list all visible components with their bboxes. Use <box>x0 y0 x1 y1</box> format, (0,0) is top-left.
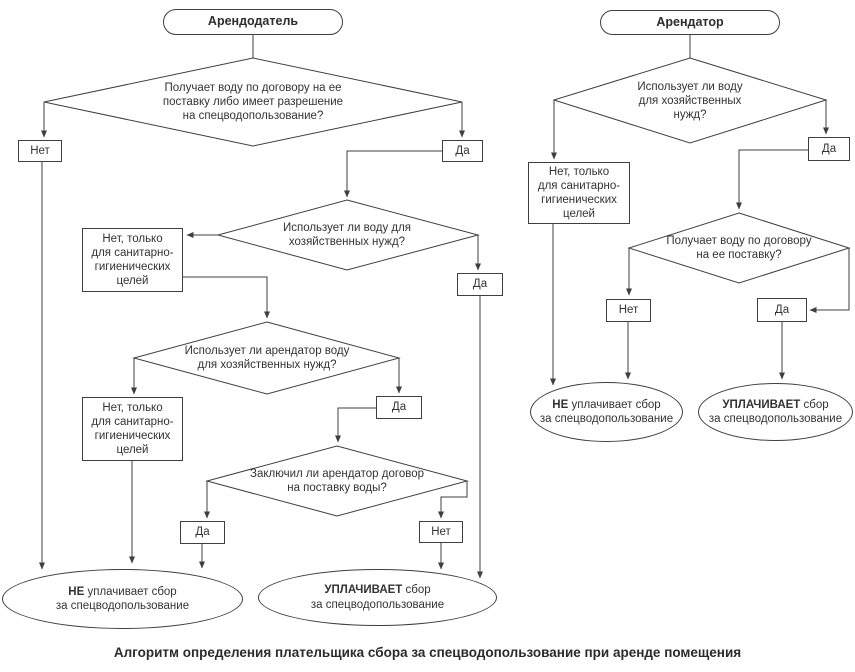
edge-landlord-sanitary1-to-q3 <box>183 276 270 319</box>
landlord-q3-diamond <box>132 321 401 395</box>
landlord-result-no-pay: НЕ уплачивает сбор за спецводопользовани… <box>2 569 243 629</box>
edge-tenant-yes1-to-q2 <box>736 149 808 210</box>
landlord-sanitary-box-2: Нет, только для санитарно- гигиенических… <box>82 397 183 461</box>
edge-landlord-yes1-to-q2 <box>344 150 442 198</box>
landlord-q3-yes-label: Да <box>376 396 422 419</box>
tenant-result-pay-text: УПЛАЧИВАЕТ сбор за спецводопользование <box>708 398 843 425</box>
edge-tenant-q2-yes <box>809 248 850 313</box>
landlord-sanitary-box-1: Нет, только для санитарно- гигиенических… <box>82 228 183 292</box>
edge-landlord-q4-no <box>438 481 468 519</box>
landlord-start-node: Арендодатель <box>163 9 343 35</box>
tenant-start-node: Арендатор <box>600 10 780 35</box>
tenant-sanitary-box: Нет, только для санитарно- гигиенических… <box>528 162 630 224</box>
landlord-q3-text: Использует ли арендатор воду для хозяйст… <box>184 344 350 371</box>
tenant-result-pay: УПЛАЧИВАЕТ сбор за спецводопользование <box>698 383 853 441</box>
landlord-q4-diamond <box>205 445 469 517</box>
tenant-q1-diamond <box>552 57 828 144</box>
tenant-q2-yes-label: Да <box>757 298 807 322</box>
tenant-q2-no-label: Нет <box>606 299 651 322</box>
landlord-q1-text: Получает воду по договору на ее поставку… <box>162 81 344 122</box>
landlord-q4-text: Заключил ли арендатор договор на поставк… <box>250 467 424 494</box>
tenant-q2-text: Получает воду по договору на ее поставку… <box>666 234 812 261</box>
landlord-q4-no-label: Нет <box>419 521 463 543</box>
landlord-q2-text: Использует ли воду для хозяйственных нуж… <box>282 221 412 248</box>
figure-caption: Алгоритм определения плательщика сбора з… <box>113 645 742 660</box>
landlord-q2-diamond <box>216 199 480 271</box>
tenant-result-no-pay-text: НЕ уплачивает сбор за спецводопользовани… <box>539 398 674 425</box>
landlord-q2-yes-label: Да <box>457 273 503 296</box>
landlord-q1-no-label: Нет <box>18 140 62 162</box>
landlord-q1-diamond <box>43 57 463 147</box>
landlord-q4-yes-label: Да <box>180 521 225 544</box>
edge-landlord-yes3-to-q4 <box>335 407 377 443</box>
tenant-result-no-pay: НЕ уплачивает сбор за спецводопользовани… <box>530 382 683 442</box>
tenant-q2-diamond <box>627 212 851 284</box>
tenant-q1-text: Использует ли воду для хозяйственных нуж… <box>637 80 743 121</box>
landlord-result-pay: УПЛАЧИВАЕТ сбор за спецводопользование <box>258 569 497 626</box>
tenant-q1-yes-label: Да <box>808 137 850 161</box>
landlord-result-pay-text: УПЛАЧИВАЕТ сбор за спецводопользование <box>310 584 445 611</box>
landlord-result-no-pay-text: НЕ уплачивает сбор за спецводопользовани… <box>55 585 190 612</box>
landlord-q1-yes-label: Да <box>442 140 483 162</box>
